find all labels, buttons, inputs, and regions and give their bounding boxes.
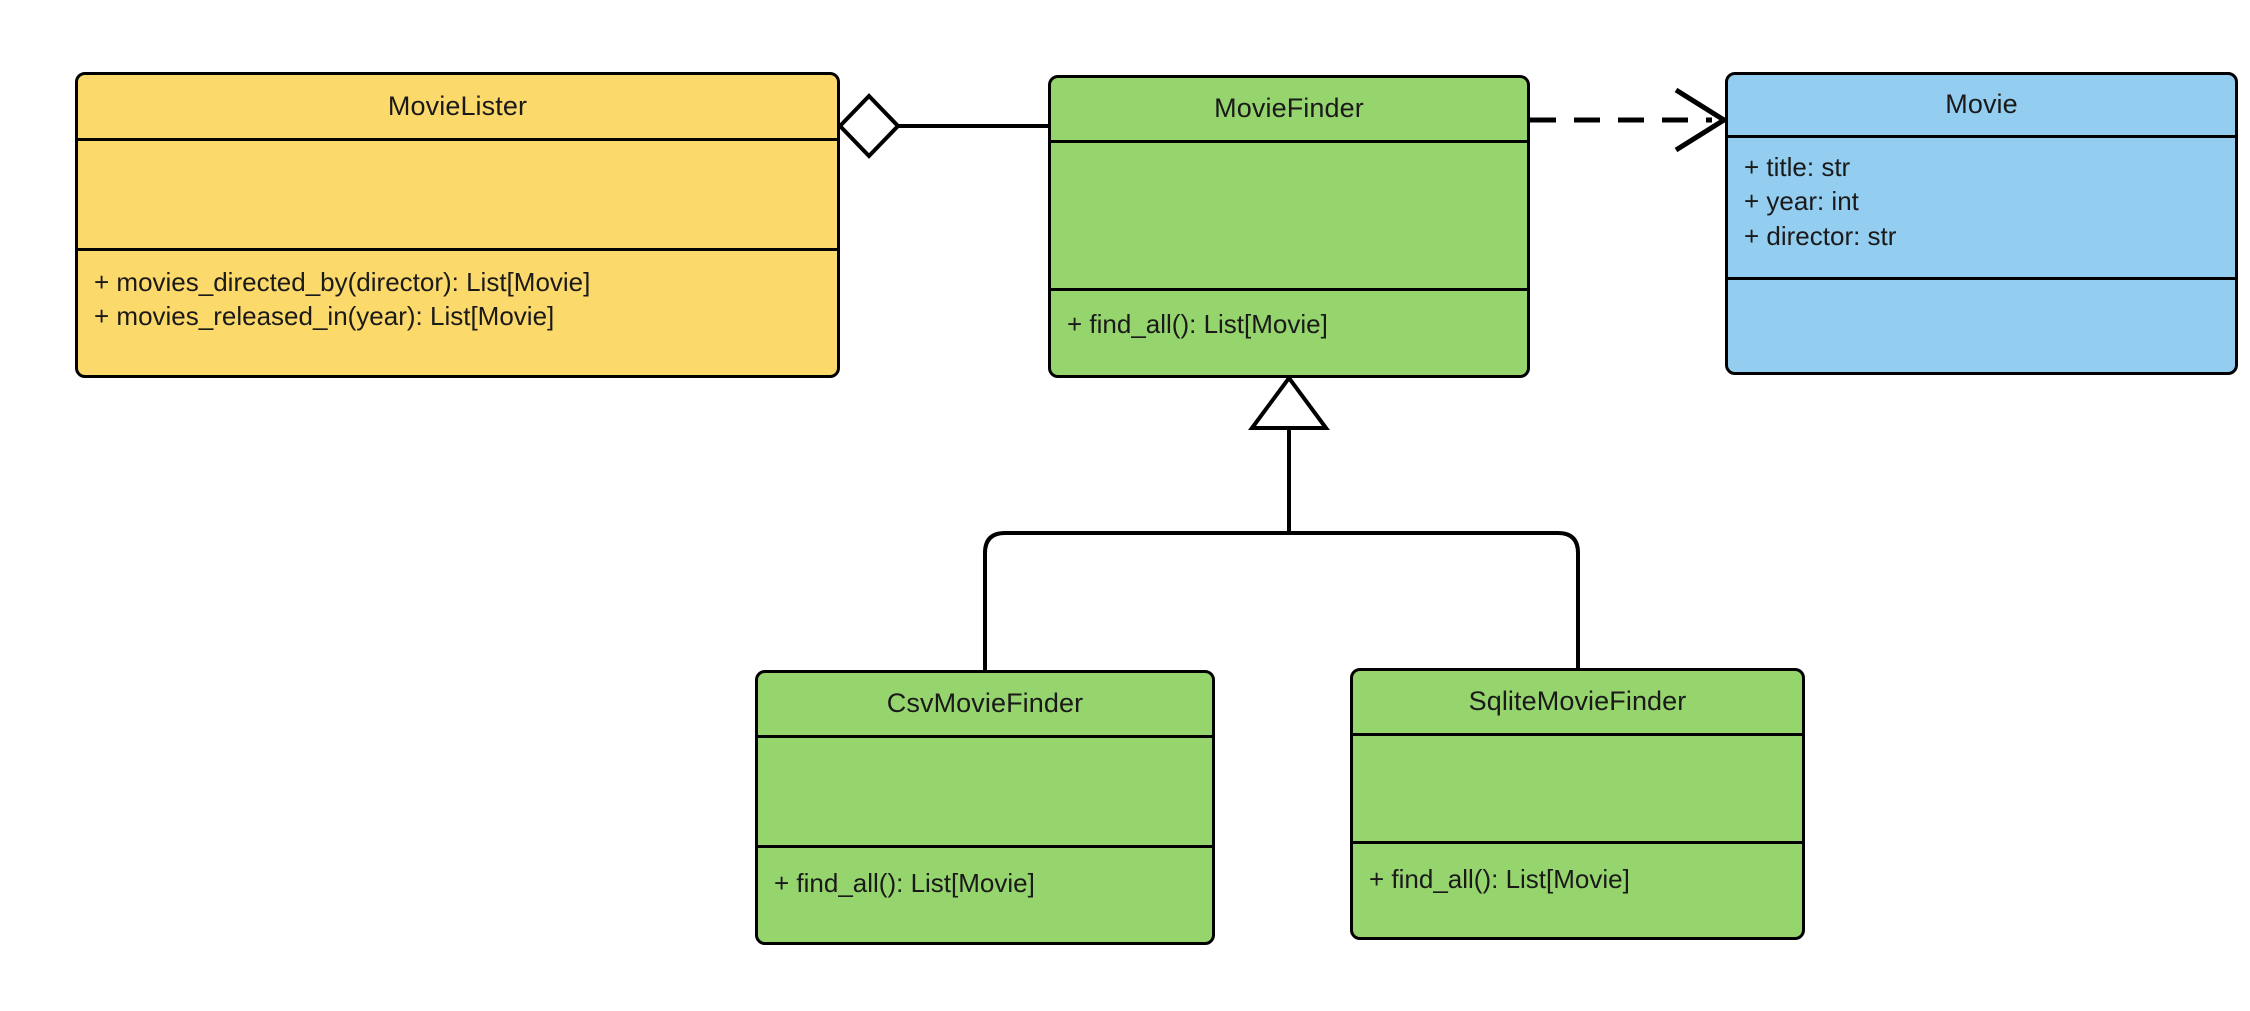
class-box-movie[interactable]: Movie + title: str + year: int + directo… — [1725, 72, 2238, 375]
method-line: + find_all(): List[Movie] — [1067, 309, 1328, 339]
attributes-compartment — [78, 138, 837, 248]
open-arrow-icon — [1674, 87, 1729, 153]
method-line: + movies_directed_by(director): List[Mov… — [94, 267, 591, 297]
relationship-dependency-finder-movie — [1530, 87, 1729, 153]
relationship-aggregation-lister-finder — [837, 93, 1048, 159]
attribute-line: + director: str — [1744, 220, 1897, 251]
hollow-diamond-icon — [837, 93, 901, 159]
attribute-line: + year: int — [1744, 186, 1859, 217]
class-name-label: MovieFinder — [1214, 93, 1364, 124]
class-box-movie-lister[interactable]: MovieLister + movies_directed_by(directo… — [75, 72, 840, 378]
relationship-generalization-subclasses — [983, 374, 1580, 670]
hollow-triangle-icon — [1248, 374, 1330, 430]
methods-compartment: + find_all(): List[Movie] — [1051, 288, 1527, 375]
class-name-compartment: SqliteMovieFinder — [1353, 671, 1802, 733]
class-box-sqlite-movie-finder[interactable]: SqliteMovieFinder + find_all(): List[Mov… — [1350, 668, 1805, 940]
generalization-branch-csv — [983, 531, 1289, 670]
attributes-compartment — [1353, 733, 1802, 841]
method-line: + movies_released_in(year): List[Movie] — [94, 301, 555, 332]
class-name-compartment: CsvMovieFinder — [758, 673, 1212, 735]
class-name-compartment: Movie — [1728, 75, 2235, 135]
class-name-label: CsvMovieFinder — [886, 688, 1084, 719]
attributes-compartment: + title: str + year: int + director: str — [1728, 135, 2235, 277]
class-name-compartment: MovieFinder — [1051, 78, 1527, 140]
method-line: + find_all(): List[Movie] — [1369, 864, 1630, 894]
attribute-line: + title: str — [1744, 152, 1851, 182]
methods-compartment: + find_all(): List[Movie] — [758, 845, 1212, 942]
class-box-movie-finder[interactable]: MovieFinder + find_all(): List[Movie] — [1048, 75, 1530, 378]
methods-compartment: + movies_directed_by(director): List[Mov… — [78, 248, 837, 375]
generalization-branch-sqlite — [1289, 531, 1580, 668]
class-name-label: SqliteMovieFinder — [1468, 686, 1687, 717]
attributes-compartment — [1051, 140, 1527, 288]
class-name-label: Movie — [1945, 89, 2018, 120]
method-line: + find_all(): List[Movie] — [774, 868, 1035, 898]
methods-compartment: + find_all(): List[Movie] — [1353, 841, 1802, 937]
methods-compartment — [1728, 277, 2235, 372]
class-box-csv-movie-finder[interactable]: CsvMovieFinder + find_all(): List[Movie] — [755, 670, 1215, 945]
class-name-label: MovieLister — [387, 90, 528, 121]
class-name-compartment: MovieLister — [78, 75, 837, 138]
attributes-compartment — [758, 735, 1212, 845]
